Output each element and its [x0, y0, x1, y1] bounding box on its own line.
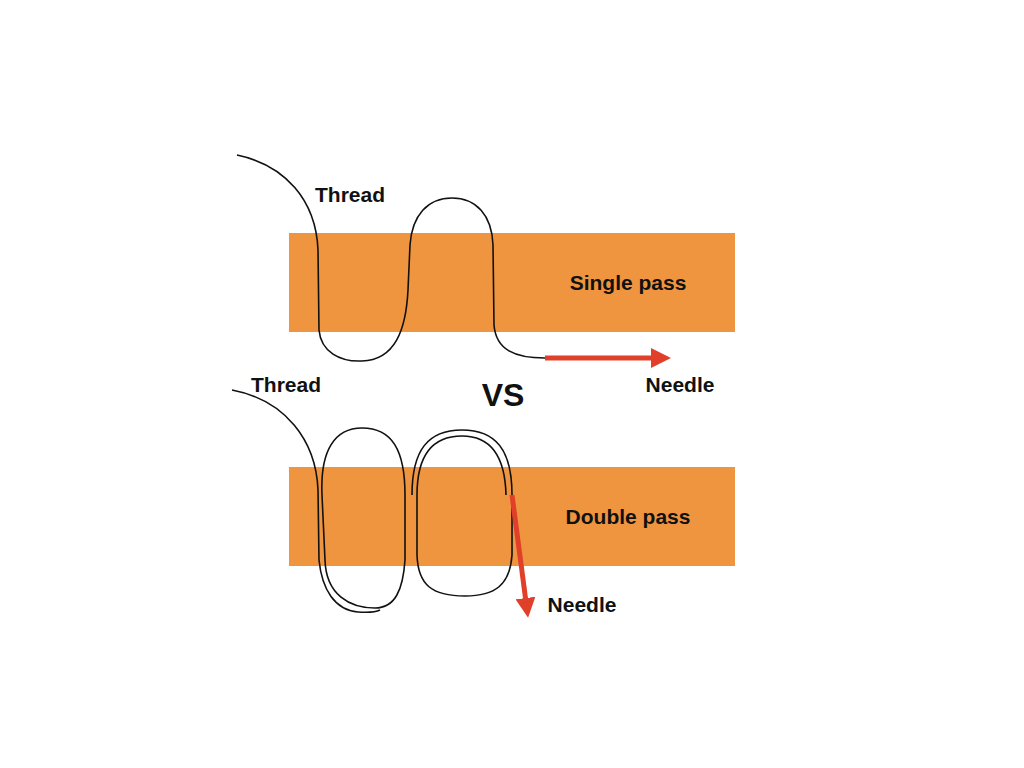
band-label: Single pass [570, 271, 687, 295]
figure-label: Needle [646, 373, 715, 397]
fabric-band: Single pass [289, 233, 735, 332]
figure-label: Thread [251, 373, 321, 397]
figure-label: Needle [548, 593, 617, 617]
figure-label: Thread [315, 183, 385, 207]
band-label: Double pass [566, 505, 691, 529]
figure-label: VS [482, 377, 525, 414]
needle-arrow [545, 356, 655, 361]
